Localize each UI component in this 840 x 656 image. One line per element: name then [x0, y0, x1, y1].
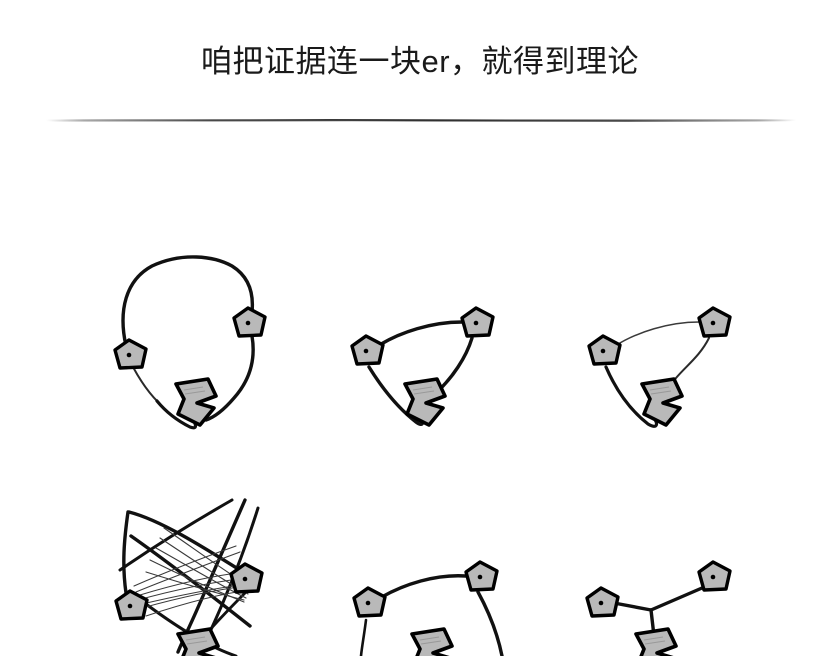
page-title: 咱把证据连一块er，就得到理论	[200, 44, 640, 79]
panel-4-tangled-web	[114, 498, 264, 656]
pentagon-pin	[114, 589, 149, 621]
chevron-note	[640, 377, 684, 427]
chevron-note	[634, 627, 678, 656]
pentagon-pin	[350, 334, 385, 366]
panel-3-thin-triangle	[587, 306, 732, 428]
pentagon-pin	[460, 306, 495, 338]
chevron-note	[403, 377, 447, 427]
pentagon-pin	[697, 560, 732, 592]
panel-5-open-arc	[352, 560, 504, 656]
chevron-note	[410, 627, 454, 656]
pentagon-pin	[587, 334, 622, 366]
pentagon-pin	[464, 560, 499, 592]
panel-1-wide-loop	[113, 255, 267, 430]
panel-6-star-junction	[585, 560, 732, 656]
pentagon-pin	[113, 338, 148, 370]
pentagon-pin	[232, 306, 267, 338]
pentagon-pin	[229, 562, 264, 594]
pentagon-pin	[585, 586, 620, 618]
pentagon-pin	[697, 306, 732, 338]
chevron-note	[176, 627, 220, 656]
chevron-note	[174, 377, 218, 427]
panel-2-triangle	[350, 306, 495, 427]
pentagon-pin	[352, 586, 387, 618]
sketch-divider	[0, 108, 840, 132]
